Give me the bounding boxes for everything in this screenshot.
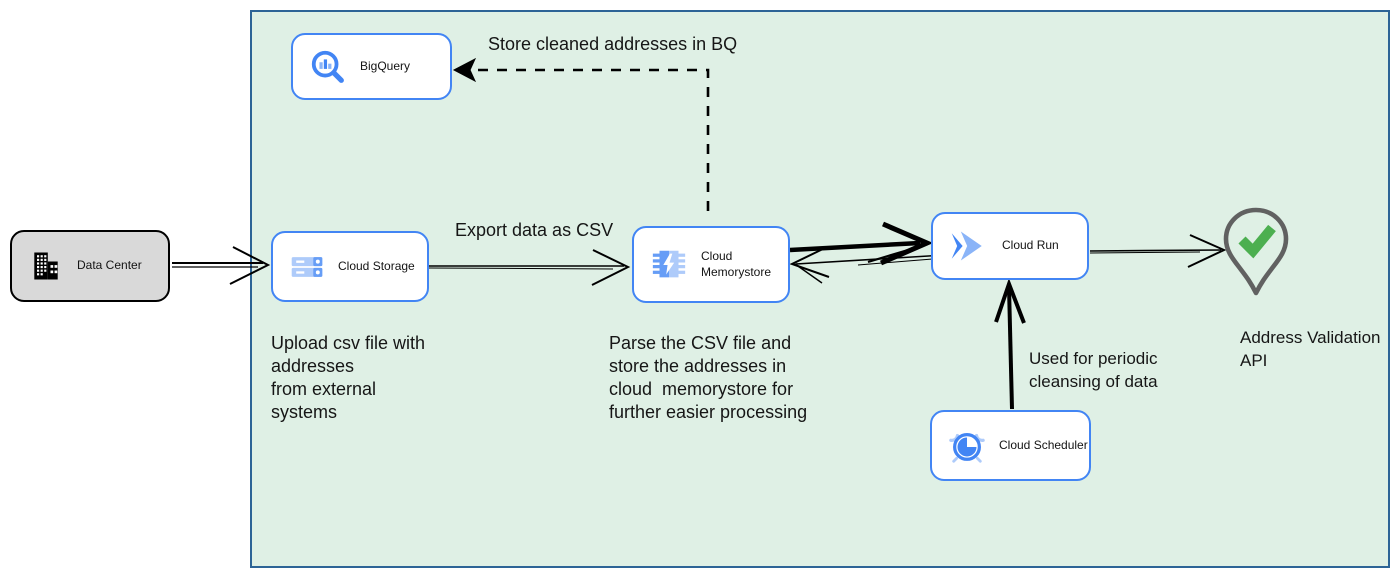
node-bigquery: BigQuery [291,33,452,100]
gcp-boundary-box [250,10,1390,568]
cloud-memorystore-icon [652,250,686,277]
node-data-center: Data Center [10,230,170,302]
label-upload-csv-note: Upload csv file with addresses from exte… [271,333,426,422]
label-parse-csv-note: Parse the CSV file and store the address… [609,333,808,422]
label-store-cleaned-addresses: Store cleaned addresses in BQ [488,34,738,54]
node-label: Data Center [77,258,142,273]
node-label: Cloud Run [1002,238,1059,253]
node-address-validation [1220,206,1292,312]
map-pin-check-icon [1223,207,1289,296]
cloud-scheduler-icon [949,432,985,463]
node-cloud-memorystore: Cloud Memorystore [632,226,790,303]
label-export-data-csv: Export data as CSV [455,220,614,240]
label-address-validation-api: Address Validation API [1240,328,1381,370]
node-cloud-scheduler: Cloud Scheduler [930,410,1091,481]
building-icon [34,252,58,280]
node-label: Cloud Storage [338,258,415,273]
bigquery-icon [311,50,344,83]
node-cloud-storage: Cloud Storage [271,231,429,302]
node-label: Cloud Memorystore [701,248,772,279]
cloud-storage-icon [291,256,323,277]
cloud-run-icon [951,231,982,261]
node-label: BigQuery [360,58,411,73]
label-periodic-cleansing: Used for periodic cleansing of data [1029,349,1158,391]
node-cloud-run: Cloud Run [931,212,1089,280]
node-label: Cloud Scheduler [999,437,1088,452]
